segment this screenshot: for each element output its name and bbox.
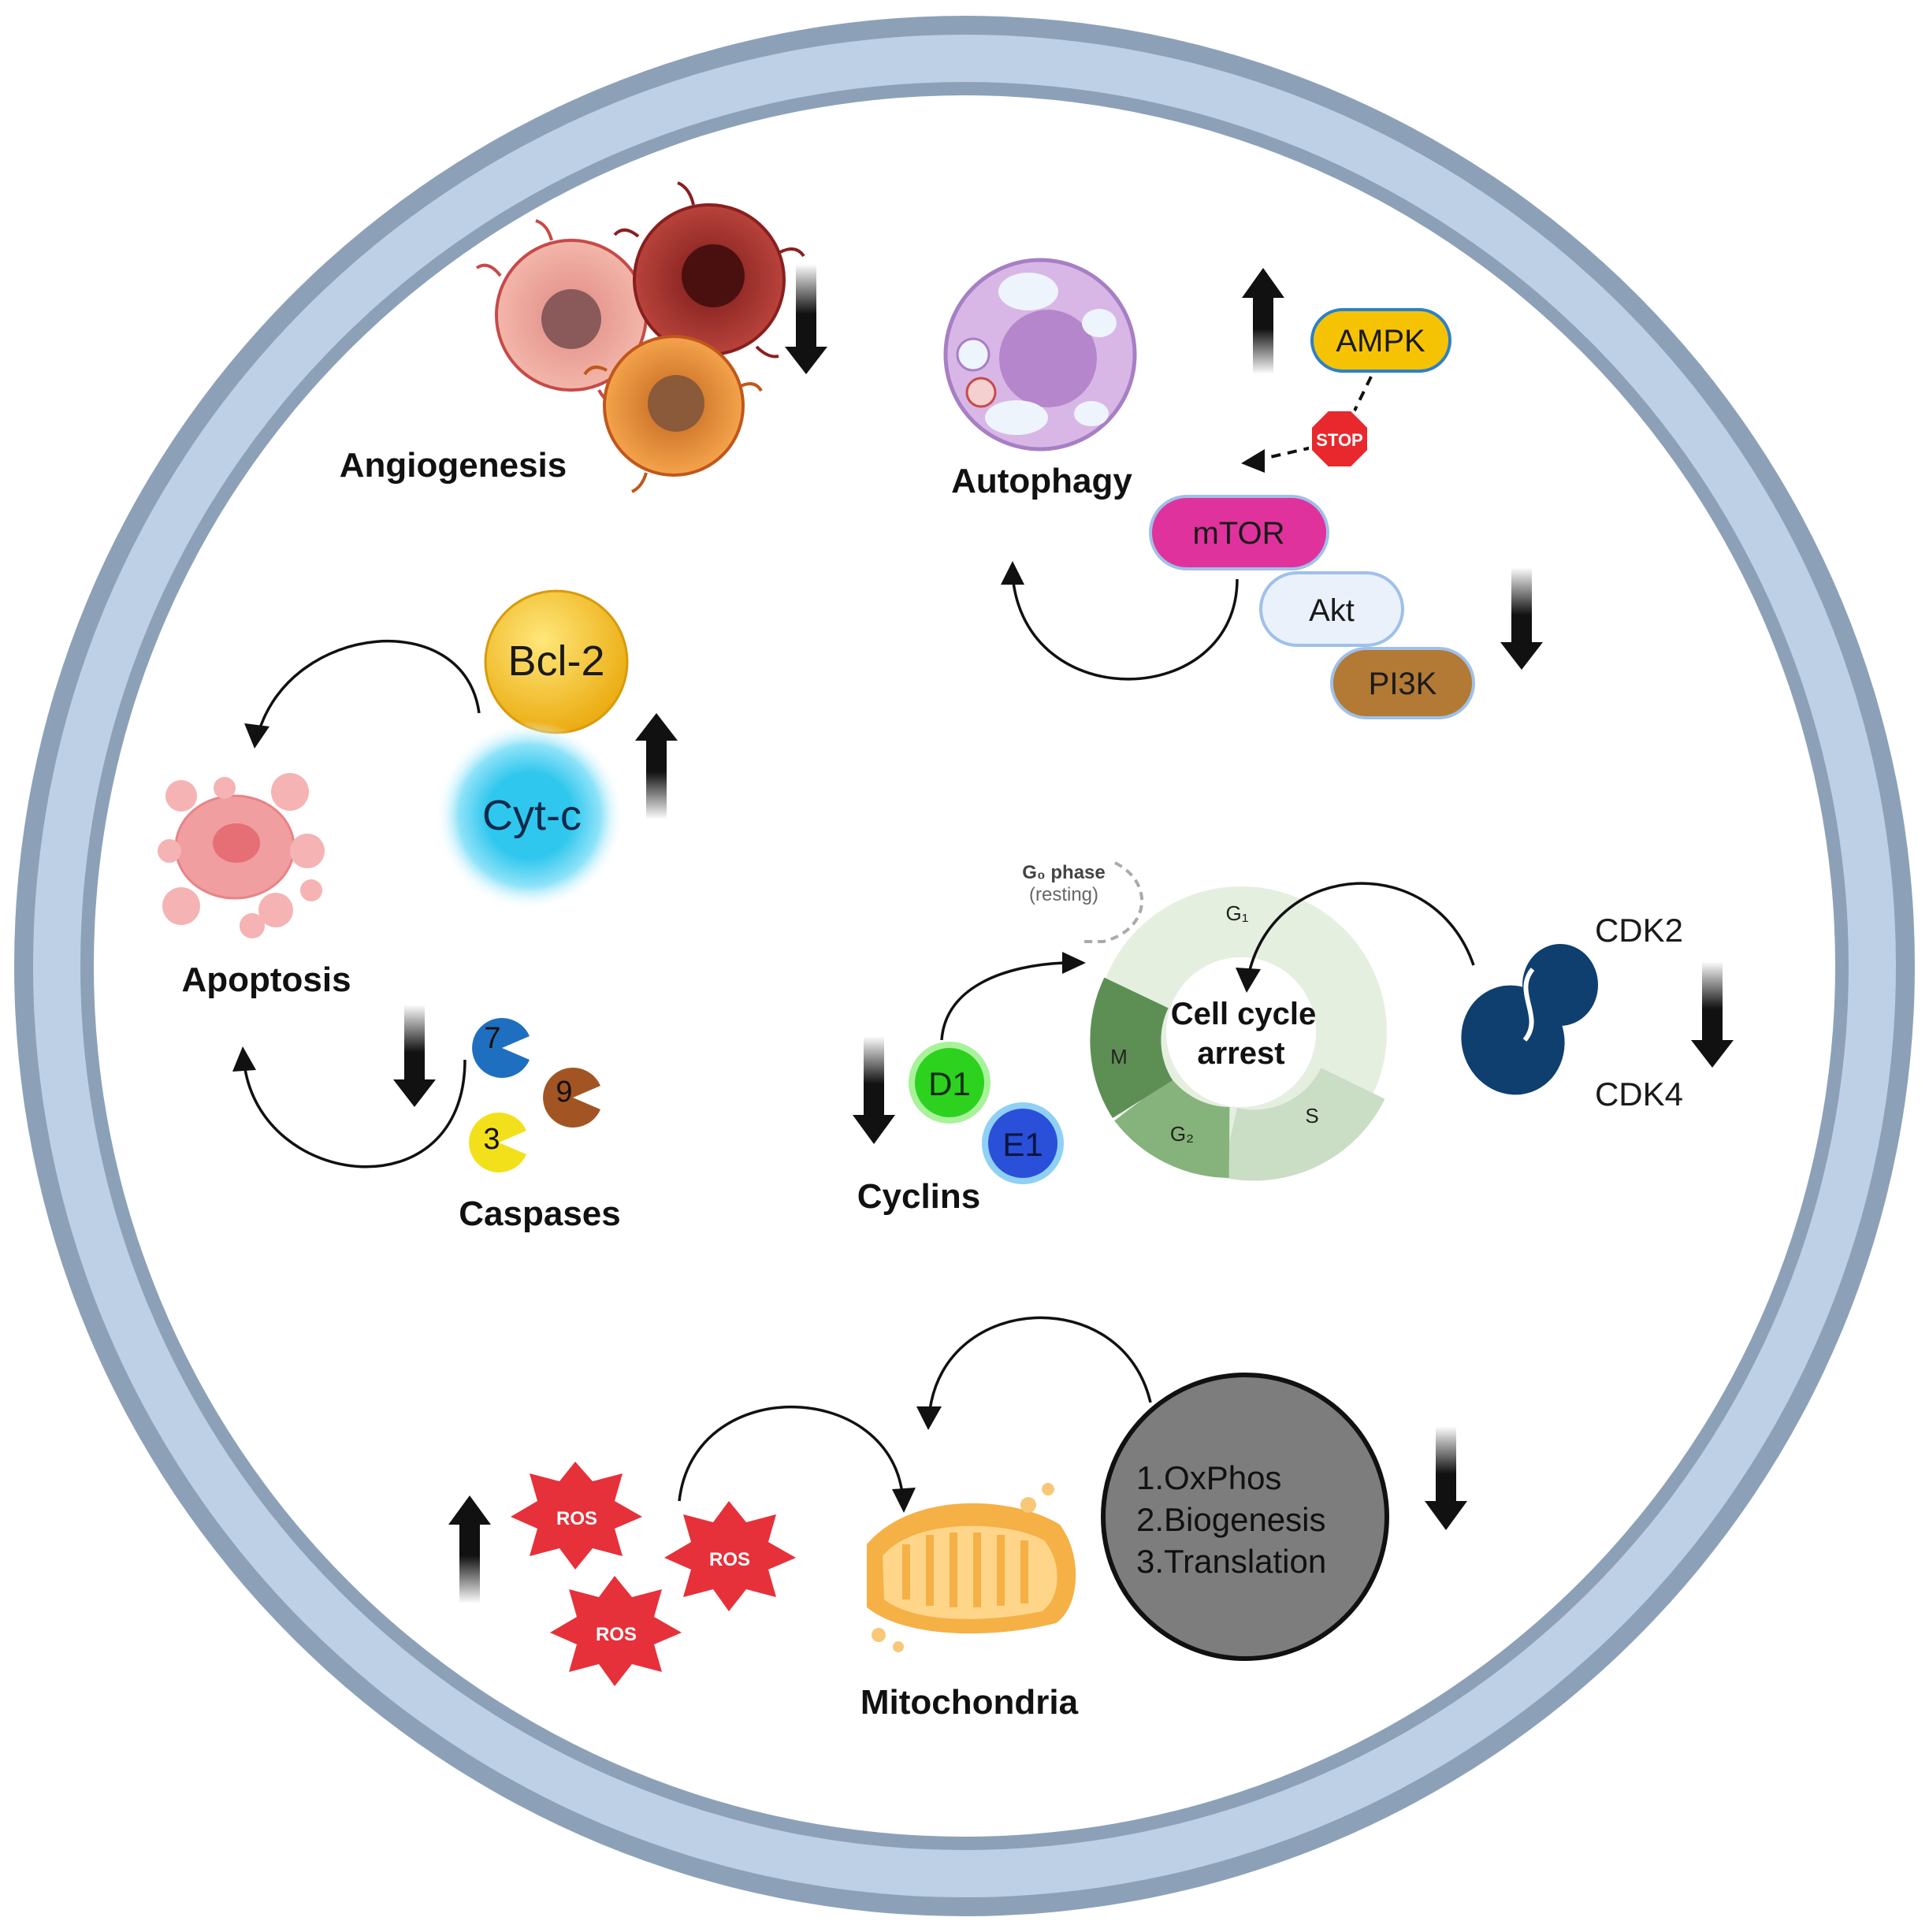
- down-arrow-icon: [853, 1036, 895, 1144]
- down-arrow-icon: [1425, 1426, 1467, 1530]
- d1-label: D1: [928, 1065, 971, 1102]
- oxphos-circle: 1.OxPhos 2.Biogenesis 3.Translation: [1101, 1373, 1389, 1661]
- akt-label: Akt: [1309, 593, 1355, 628]
- mitochondrion-icon: [867, 1483, 1076, 1652]
- mitochondria-label: Mitochondria: [860, 1683, 1079, 1722]
- dashed-arrowhead-icon: [1241, 449, 1265, 473]
- angiogenesis-group: Angiogenesis: [340, 181, 827, 493]
- cell-cycle-label: Cell cycle: [1171, 997, 1317, 1031]
- mtor-label: mTOR: [1192, 516, 1284, 551]
- g0-loop-arrow: [1083, 861, 1143, 943]
- angiogenesis-label: Angiogenesis: [340, 446, 567, 485]
- phase-s-label: S: [1305, 1104, 1318, 1128]
- ros-burst-icon: ROS: [664, 1501, 796, 1611]
- arrowhead-icon: [1236, 968, 1261, 993]
- up-arrow-icon: [635, 713, 678, 819]
- caspases-label: Caspases: [459, 1194, 620, 1233]
- pi3k-pill: PI3K: [1330, 647, 1475, 719]
- arrowhead-icon: [916, 1406, 942, 1430]
- oxphos-item: 1.OxPhos: [1136, 1459, 1281, 1496]
- cdk4-label: CDK4: [1595, 1076, 1683, 1113]
- pi3k-label: PI3K: [1369, 667, 1437, 701]
- ros-burst-icon: ROS: [511, 1462, 642, 1570]
- phase-g2-label: G₂: [1170, 1122, 1194, 1146]
- biogenesis-item: 2.Biogenesis: [1136, 1501, 1326, 1538]
- apoptotic-cell-icon: [158, 773, 325, 938]
- cell-membrane: [14, 16, 1915, 1916]
- ros-label: ROS: [596, 1624, 637, 1645]
- arrowhead-icon: [232, 1046, 256, 1072]
- g0-resting-label: (resting): [1029, 884, 1098, 905]
- cyclins-label: Cyclins: [857, 1177, 981, 1216]
- cyclin-e1-sphere: E1: [982, 1102, 1064, 1184]
- tumor-cell-icon: [613, 181, 805, 359]
- down-arrow-icon: [1691, 961, 1734, 1068]
- caspase-7-icon: 7: [472, 1018, 530, 1078]
- stop-sign-icon: STOP: [1309, 408, 1370, 470]
- cyclin-d1-sphere: D1: [909, 1042, 991, 1124]
- e1-label: E1: [1002, 1126, 1043, 1163]
- mitochondria-group: ROS ROS ROS Mitochondria: [448, 1316, 1467, 1722]
- caspases-apoptosis-arrow: [243, 1059, 466, 1168]
- phase-m-label: M: [1110, 1045, 1128, 1068]
- down-arrow-icon: [785, 264, 827, 374]
- mtor-pill: mTOR: [1149, 495, 1329, 570]
- bcl2-apoptosis-arrow: [257, 640, 481, 734]
- caspase-7-label: 7: [484, 1022, 500, 1055]
- oxphos-mito-arrow: [928, 1316, 1152, 1411]
- ros-burst-icon: ROS: [550, 1576, 682, 1686]
- apoptosis-label: Apoptosis: [181, 960, 351, 999]
- ampk-label: AMPK: [1336, 324, 1425, 359]
- ros-mito-arrow: [678, 1405, 904, 1502]
- down-arrow-icon: [1500, 567, 1543, 670]
- mtor-autophagy-arrow: [1011, 574, 1239, 681]
- caspase-3-icon: 3: [469, 1113, 526, 1172]
- caspase-9-label: 9: [556, 1076, 572, 1109]
- apoptosis-group: Bcl-2 Cyt-c Apoptosis: [158, 589, 678, 1233]
- cell-cycle-ring: Cell cycle arrest G₁ S G₂ M: [1090, 886, 1387, 1181]
- arrowhead-icon: [1062, 952, 1086, 974]
- caspase-9-icon: 9: [543, 1068, 600, 1128]
- arrowhead-icon: [892, 1488, 916, 1513]
- cytc-sphere: Cyt-c: [435, 721, 624, 910]
- up-arrow-icon: [448, 1495, 491, 1603]
- cdk-protein-icon: [1461, 944, 1598, 1095]
- cell-cycle-group: Cell cycle arrest G₁ S G₂ M G₀ phase (re…: [853, 861, 1734, 1216]
- cdk2-label: CDK2: [1595, 912, 1683, 949]
- caspase-3-label: 3: [483, 1123, 500, 1156]
- phase-g1-label: G₁: [1226, 901, 1249, 925]
- arrowhead-icon: [244, 723, 269, 749]
- cyclins-cellcycle-arrow: [940, 961, 1065, 1041]
- tumor-cell-icon: [583, 335, 763, 493]
- cell-cycle-label-2: arrest: [1197, 1036, 1284, 1071]
- ros-label: ROS: [556, 1508, 597, 1529]
- up-arrow-icon: [1242, 268, 1284, 374]
- bcl2-sphere: Bcl-2: [484, 589, 629, 734]
- bcl2-label: Bcl-2: [507, 637, 604, 685]
- cdk-cellcycle-arrow: [1247, 882, 1475, 974]
- g0-phase-label: G₀ phase: [1022, 862, 1106, 883]
- akt-pill: Akt: [1259, 571, 1404, 647]
- ros-label: ROS: [709, 1549, 750, 1570]
- down-arrow-icon: [393, 1005, 436, 1107]
- autophagy-cell-icon: [943, 258, 1137, 451]
- cytc-label: Cyt-c: [482, 792, 582, 839]
- ampk-pill: AMPK: [1310, 308, 1451, 373]
- stop-label: STOP: [1316, 430, 1363, 450]
- autophagy-group: Autophagy AMPK STOP PI3K Akt mTOR: [943, 258, 1543, 719]
- autophagy-label: Autophagy: [951, 462, 1132, 500]
- translation-item: 3.Translation: [1136, 1543, 1326, 1580]
- arrowhead-icon: [1001, 561, 1024, 585]
